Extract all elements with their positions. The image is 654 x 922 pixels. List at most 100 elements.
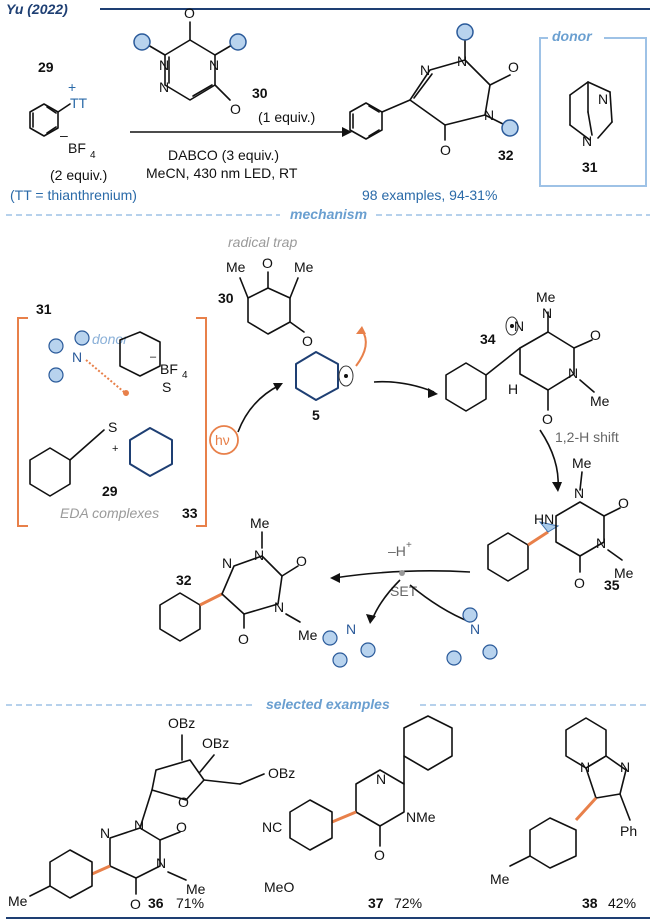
o-atom: O	[178, 794, 189, 810]
arrow-to-34	[373, 380, 435, 393]
aryl-radical-5: 5	[295, 326, 367, 423]
compound-number-30: 30	[218, 290, 234, 306]
hn-label: HN	[534, 511, 554, 527]
bf4-charge: –	[150, 351, 157, 363]
yield-37: 72%	[394, 895, 422, 911]
me-label: Me	[614, 565, 634, 581]
n-atom: N	[376, 771, 386, 787]
compound-number-5: 5	[312, 407, 320, 423]
n-atom: N	[568, 365, 578, 381]
me-label: Me	[572, 455, 592, 471]
equiv-30: (1 equiv.)	[258, 109, 315, 125]
o-atom: O	[440, 142, 451, 158]
yield-36: 71%	[176, 895, 204, 911]
n-atom: N	[72, 349, 82, 365]
ph-label: Ph	[620, 823, 637, 839]
n-atom: N	[222, 555, 232, 571]
n-atom: N	[580, 759, 590, 775]
obz-label: OBz	[168, 715, 195, 731]
compound-number-30: 30	[252, 85, 268, 101]
product-32: N N N O O 32 98 examples, 94-31%	[349, 23, 519, 203]
set-label: SET	[390, 583, 418, 599]
compound-number-36: 36	[148, 895, 164, 911]
example-38: N N Ph Me 38 42%	[490, 717, 637, 911]
example-37: N NMe O NC MeO 37 72%	[262, 715, 453, 911]
donor-box-label: donor	[552, 28, 593, 44]
me-label: Me	[490, 871, 510, 887]
condition-solvent: MeCN, 430 nm LED, RT	[146, 165, 298, 181]
compound-number-29: 29	[38, 59, 54, 75]
n-atom: N	[514, 318, 524, 334]
compound-number-31: 31	[582, 159, 598, 175]
n-atom: N	[574, 485, 584, 501]
n-atom: N	[484, 107, 494, 123]
n-atom: N	[159, 79, 169, 95]
compound-number-32: 32	[498, 147, 514, 163]
me-label: Me	[226, 259, 246, 275]
figure-title: Yu (2022)	[6, 1, 68, 17]
mechanism-title: mechanism	[290, 206, 367, 222]
n-atom: N	[457, 53, 467, 69]
o-atom: O	[574, 575, 585, 591]
tt-definition: (TT = thianthrenium)	[10, 187, 137, 203]
triazinedione-30: N N N O O 30 (1 equiv.)	[133, 5, 315, 125]
compound-number-35: 35	[604, 577, 620, 593]
amine-donor-left: N	[322, 621, 376, 668]
compound-number-34: 34	[480, 331, 496, 347]
meo-label: MeO	[264, 879, 294, 895]
examples-title: selected examples	[266, 696, 390, 712]
n-atom: N	[582, 133, 592, 149]
n-atom: N	[134, 817, 144, 833]
compound-number-37: 37	[368, 895, 384, 911]
me-label: Me	[186, 881, 206, 897]
o-atom: O	[590, 327, 601, 343]
o-atom: O	[296, 553, 307, 569]
me-label: Me	[590, 393, 610, 409]
yield-38: 42%	[608, 895, 636, 911]
n-atom: N	[254, 547, 264, 563]
deprotonation-label: –H	[388, 543, 406, 559]
o-atom: O	[230, 101, 241, 117]
n-atom: N	[596, 535, 606, 551]
compound-number-38: 38	[582, 895, 598, 911]
hv-label: hν	[215, 432, 230, 448]
me-label: Me	[8, 893, 28, 909]
substituent-ball	[456, 23, 474, 41]
light-icon	[209, 425, 239, 455]
n-atom: N	[346, 621, 356, 637]
bf4-label: BF	[68, 140, 86, 156]
h-atom: H	[508, 381, 518, 397]
example-36: OBz OBz OBz O N N N O Me O Me 36 71%	[8, 715, 295, 912]
n-atom: N	[274, 599, 284, 615]
nc-label: NC	[262, 819, 282, 835]
o-atom: O	[618, 495, 629, 511]
me-label: Me	[250, 515, 270, 531]
shift-label: 1,2-H shift	[555, 429, 619, 445]
me-label: Me	[294, 259, 314, 275]
n-atom: N	[159, 57, 169, 73]
intermediate-35: HN N Me O N Me O 35	[487, 455, 634, 593]
n-atom: N	[620, 759, 630, 775]
compound-number-32: 32	[176, 572, 192, 588]
o-atom: O	[542, 411, 553, 427]
o-atom: O	[262, 255, 273, 271]
compound-number-31: 31	[36, 301, 52, 317]
o-atom: O	[130, 896, 141, 912]
o-atom: O	[302, 333, 313, 349]
tt-charge: +	[68, 79, 76, 95]
s-atom: S	[162, 379, 171, 395]
bf4-charge: –	[60, 127, 68, 143]
n-atom: N	[100, 825, 110, 841]
product-32-mech: N N Me O N Me O 32	[159, 515, 318, 647]
s-atom: S	[108, 419, 117, 435]
bf4-subscript: 4	[90, 150, 96, 161]
me-label: Me	[298, 627, 318, 643]
nme-label: NMe	[406, 809, 436, 825]
substituent-ball	[229, 33, 247, 51]
o-atom: O	[184, 5, 195, 21]
n-atom: N	[156, 855, 166, 871]
o-atom: O	[508, 59, 519, 75]
amine-donor-right: N	[446, 607, 498, 666]
equiv-29: (2 equiv.)	[50, 167, 107, 183]
